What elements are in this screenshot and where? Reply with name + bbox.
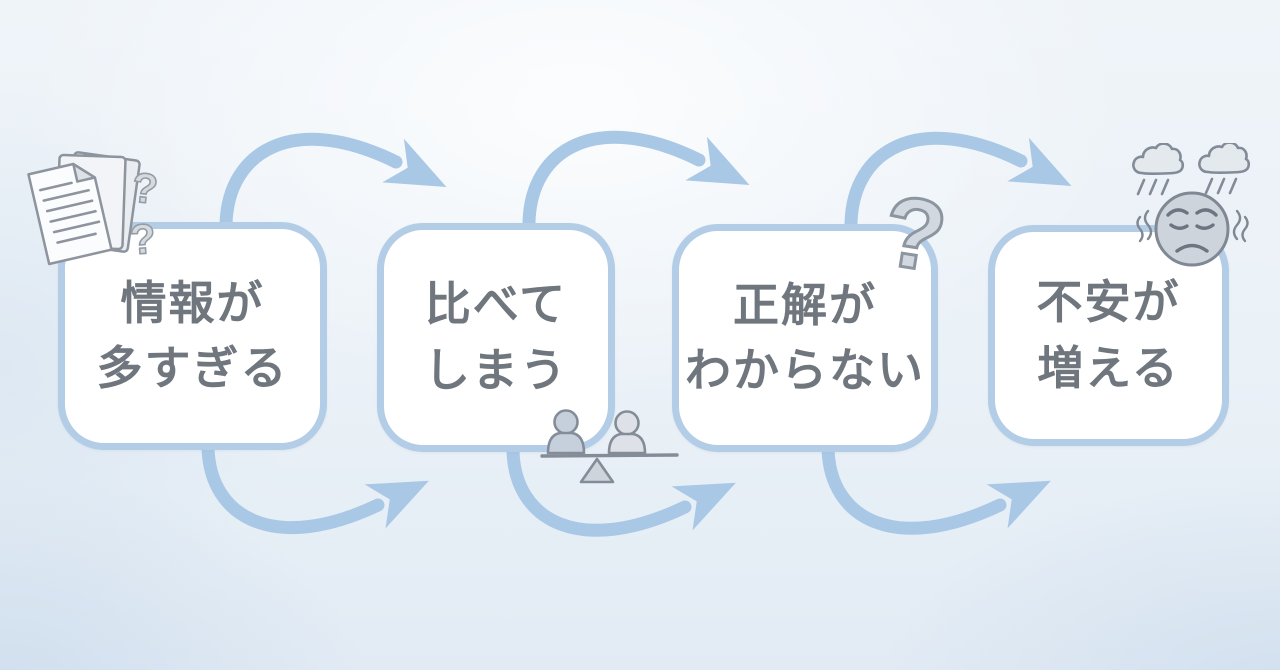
svg-text:?: ? [128, 215, 157, 264]
balance-scale-people-icon [540, 409, 679, 484]
step-2-label-line-2: しまう [424, 343, 568, 396]
step-1-label-line-2: 多すぎる [96, 342, 289, 394]
step-3-label-line-2: わからない [685, 344, 925, 396]
arrow-bottom-1 [201, 441, 429, 534]
arrow-top-1 [219, 132, 447, 231]
step-box-2: 比べて しまう [377, 223, 615, 452]
arrow-top-2 [522, 130, 750, 229]
person-right-icon [607, 410, 647, 455]
step-box-3: 正解が わからない [672, 224, 938, 452]
rain-cloud-left-icon [1132, 143, 1185, 175]
step-3-label-line-1: 正解が [733, 278, 877, 331]
rain-cloud-right-icon [1198, 143, 1251, 174]
step-box-1: 情報が 多すぎる [58, 222, 327, 450]
step-2-label-line-1: 比べて [424, 278, 568, 331]
arrow-bottom-2 [506, 444, 736, 537]
arrow-top-3 [844, 131, 1072, 230]
person-left-icon [546, 409, 586, 455]
step-1-label-line-1: 情報が [120, 276, 265, 329]
step-4-label-line-2: 増える [1037, 341, 1180, 394]
arrow-bottom-3 [821, 442, 1051, 535]
small-question-marks: ? ? [128, 163, 161, 264]
svg-text:?: ? [876, 178, 954, 294]
svg-text:?: ? [130, 164, 160, 213]
step-4-label-line-1: 不安が [1036, 276, 1181, 329]
documents-question-icon: ? ? [27, 151, 161, 266]
question-mark-icon: ? [874, 178, 955, 296]
sad-face-rain-clouds-icon [1132, 143, 1251, 267]
